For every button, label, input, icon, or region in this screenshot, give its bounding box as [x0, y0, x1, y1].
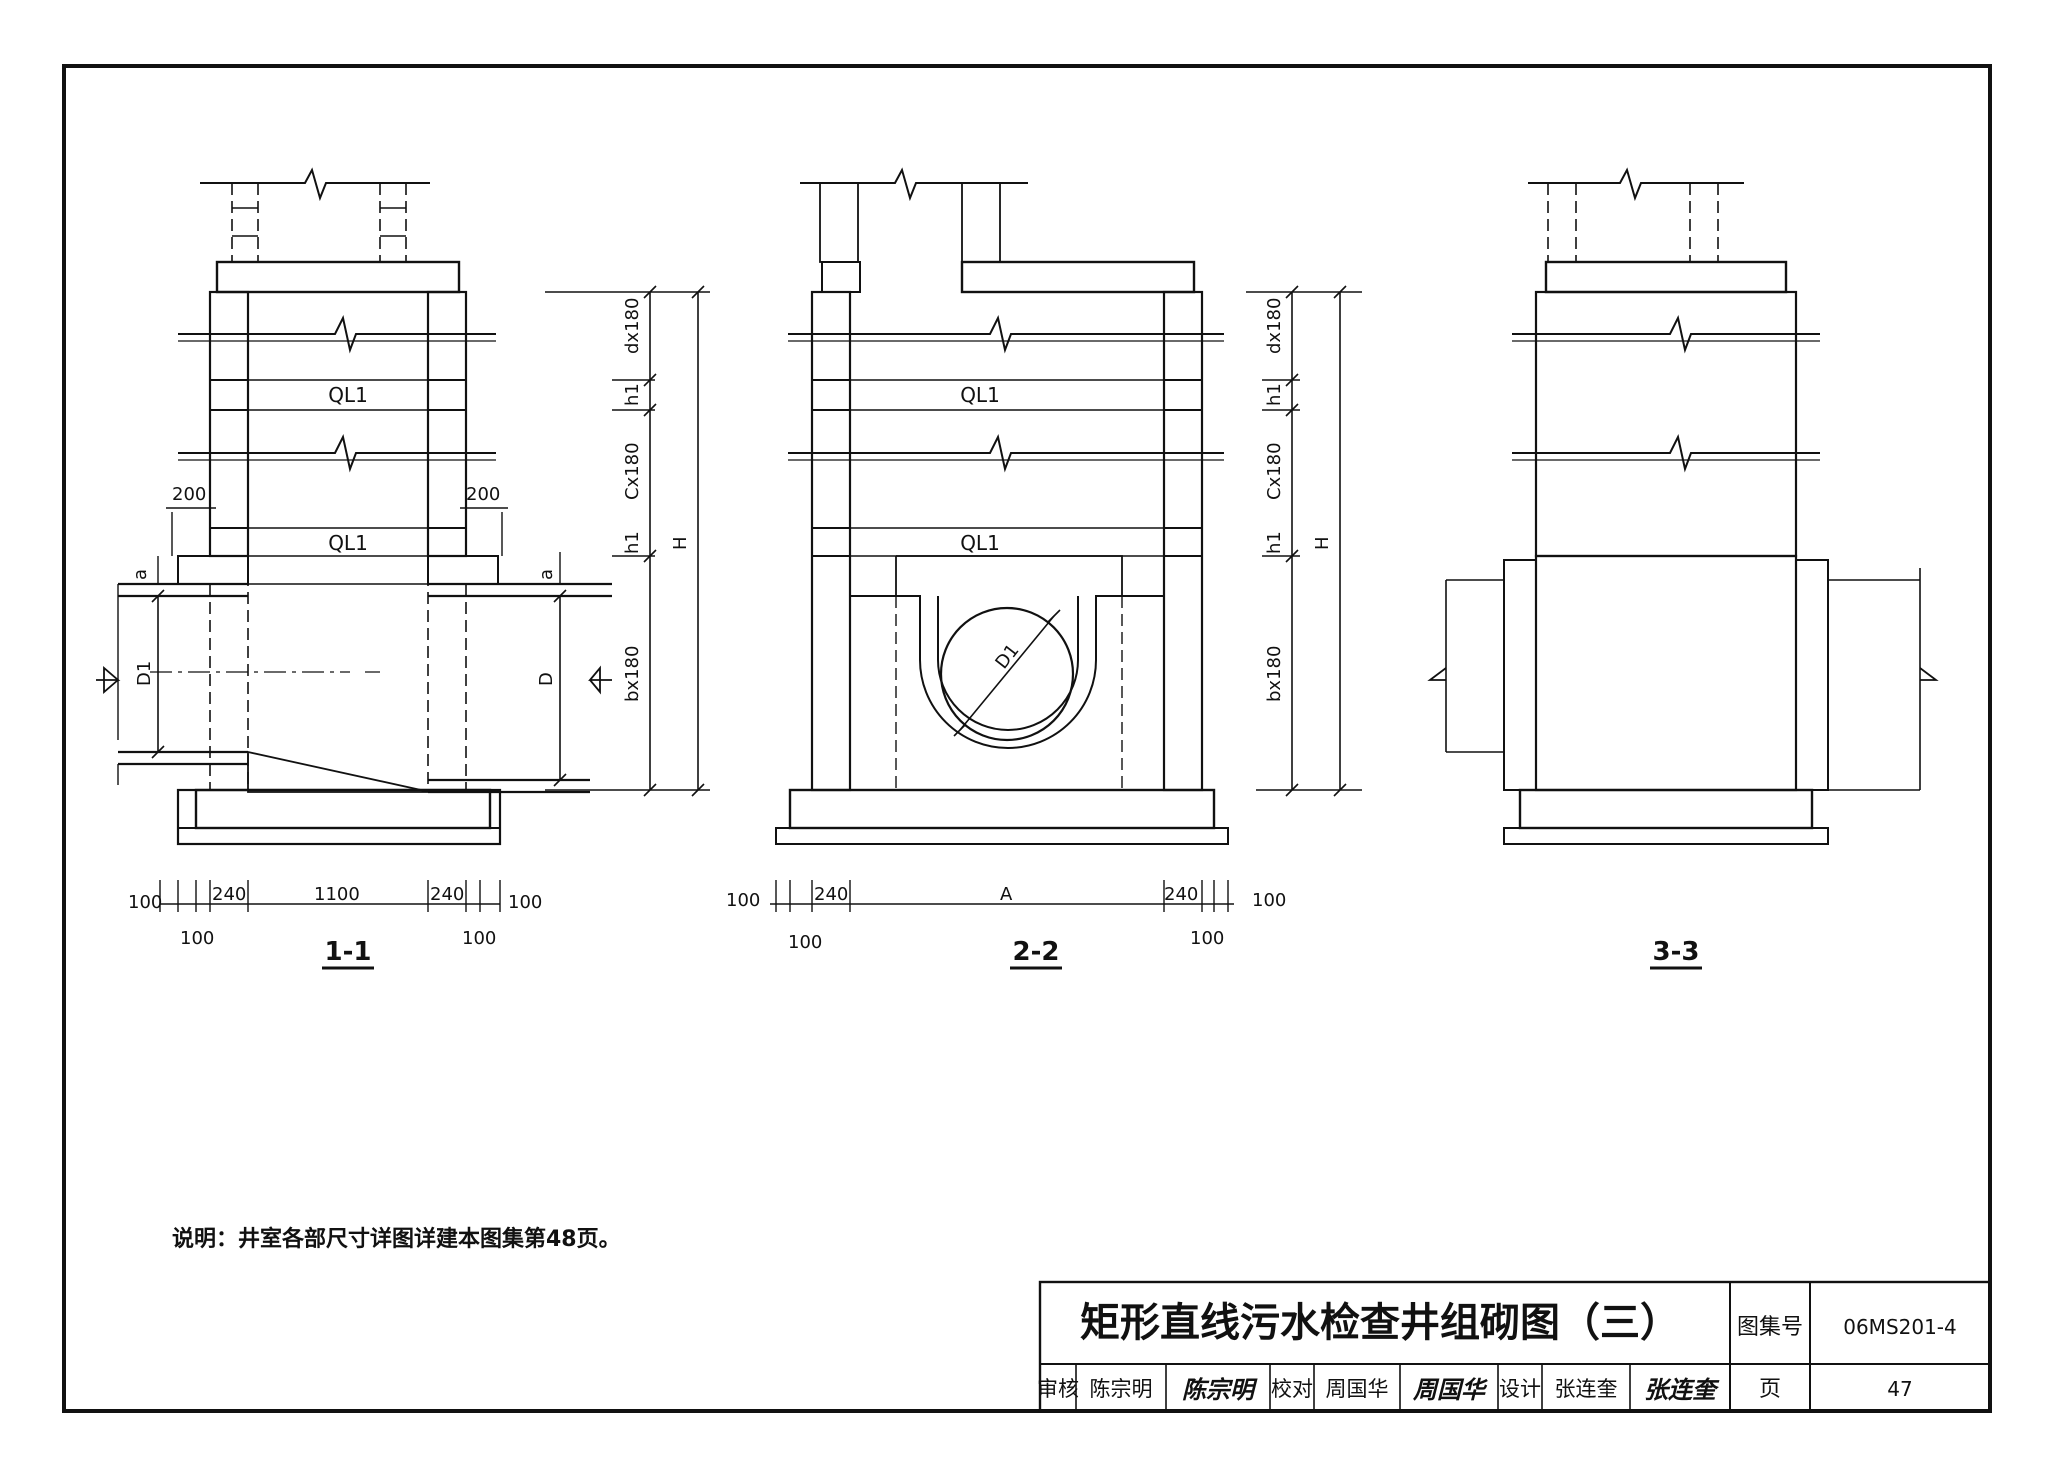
section-1-1-drawing: [96, 167, 710, 912]
drawing-title: 矩形直线污水检查井组砌图（三）: [1080, 1300, 1680, 1346]
dim-2-wall-left: 240: [814, 884, 848, 905]
beam-label-2-lower: QL1: [960, 531, 1000, 555]
section-title-2-2: 2-2: [1013, 937, 1060, 967]
dim-a-right: a: [536, 569, 557, 580]
dim-h1-1a: h1: [622, 383, 643, 406]
dim-H-1: H: [670, 536, 691, 550]
atlas-no-label: 图集号: [1737, 1315, 1803, 1340]
dim-d180-2: dx180: [1264, 298, 1285, 354]
dim-H-2: H: [1312, 536, 1333, 550]
designer-name: 张连奎: [1555, 1377, 1618, 1401]
beam-label-1-lower: QL1: [328, 531, 368, 555]
dim-d1-2: D1: [991, 640, 1023, 673]
dim-2-A: A: [1000, 884, 1013, 905]
dim-1-sub-right: 100: [462, 928, 496, 949]
dim-1-wall-left: 240: [212, 884, 246, 905]
dim-200-right: 200: [466, 484, 500, 505]
dim-2-wall-right: 240: [1164, 884, 1198, 905]
dim-c180-1: Cx180: [622, 442, 643, 500]
checker-name: 周国华: [1326, 1377, 1389, 1401]
dim-2-outer-right: 100: [1252, 890, 1286, 911]
reviewer-name: 陈宗明: [1090, 1377, 1153, 1401]
section-2-2-drawing: [770, 167, 1362, 912]
dim-h1-1b: h1: [622, 531, 643, 554]
dim-b180-1: bx180: [622, 646, 643, 702]
dim-1-outer-right: 100: [508, 892, 542, 913]
title-block: [1038, 1280, 1992, 1413]
dim-1-wall-right: 240: [430, 884, 464, 905]
review-label: 审核: [1037, 1377, 1079, 1401]
note-text: 说明：井室各部尺寸详图详建本图集第48页。: [172, 1226, 621, 1252]
section-title-3-3: 3-3: [1653, 937, 1700, 967]
dim-2-sub-left: 100: [788, 932, 822, 953]
dim-2-sub-right: 100: [1190, 928, 1224, 949]
dim-200-left: 200: [172, 484, 206, 505]
dim-d: D: [536, 672, 557, 686]
sheet-border: [62, 64, 1992, 1413]
designer-signature: 张连奎: [1644, 1376, 1720, 1404]
dim-d180-1: dx180: [622, 298, 643, 354]
dim-1-inner: 1100: [314, 884, 360, 905]
page-label: 页: [1759, 1377, 1781, 1402]
dim-c180-2: Cx180: [1264, 442, 1285, 500]
dim-1-sub-left: 100: [180, 928, 214, 949]
dim-2-outer-left: 100: [726, 890, 760, 911]
beam-label-1-upper: QL1: [328, 383, 368, 407]
dim-1-outer-left: 100: [128, 892, 162, 913]
dim-d1-1: D1: [134, 661, 155, 686]
page-number: 47: [1887, 1377, 1912, 1401]
section-3-3-drawing: [1427, 167, 1939, 845]
beam-label-2-upper: QL1: [960, 383, 1000, 407]
check-label: 校对: [1271, 1377, 1313, 1401]
dim-h1-2a: h1: [1264, 383, 1285, 406]
atlas-no-value: 06MS201-4: [1843, 1315, 1957, 1339]
reviewer-signature: 陈宗明: [1182, 1376, 1258, 1404]
checker-signature: 周国华: [1412, 1376, 1488, 1404]
dim-b180-2: bx180: [1264, 646, 1285, 702]
design-label: 设计: [1499, 1377, 1541, 1401]
dim-h1-2b: h1: [1264, 531, 1285, 554]
dim-a-left: a: [130, 569, 151, 580]
section-title-1-1: 1-1: [325, 937, 372, 967]
